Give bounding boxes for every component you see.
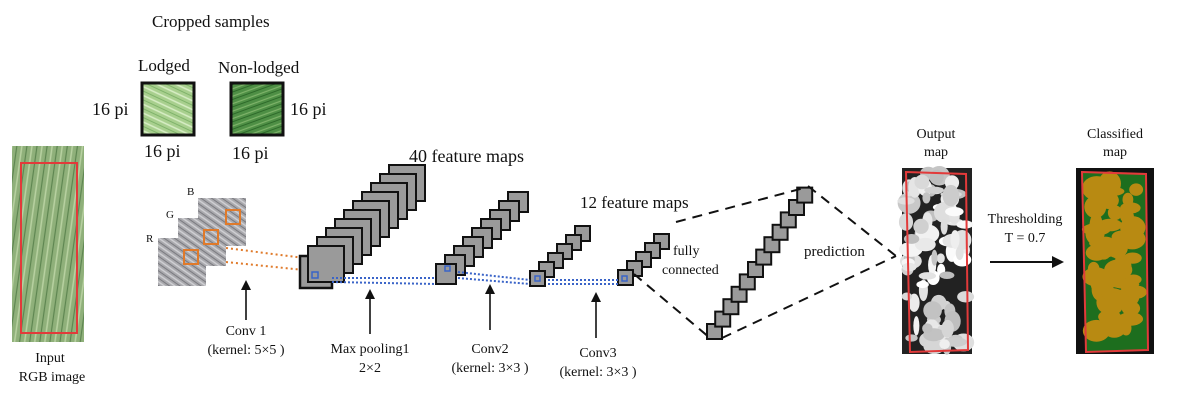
- output-map-speck: [944, 337, 967, 347]
- output-probability-map: [897, 165, 975, 355]
- prediction-label: prediction: [804, 244, 865, 260]
- rgb-channel-stack: [158, 198, 246, 286]
- conv2-label-line1: Conv2: [471, 342, 509, 357]
- conv1-feature-maps-label: 40 feature maps: [409, 146, 524, 166]
- output-map-speck: [956, 220, 974, 229]
- classified-lodged-region: [1104, 259, 1133, 281]
- output-map-speck: [939, 271, 955, 279]
- output-map-speck: [898, 213, 914, 231]
- classified-lodged-region: [1118, 228, 1146, 250]
- threshold-label-line2: T = 0.7: [1004, 231, 1046, 246]
- output-map-speck: [923, 301, 942, 320]
- output-map-speck: [945, 206, 964, 217]
- layer-arrows: [241, 280, 601, 338]
- classified-lodged-region: [1086, 203, 1102, 214]
- kernel-marks: [311, 265, 628, 282]
- layer-connection-lines: [331, 271, 618, 285]
- conv3-feature-maps-label: 12 feature maps: [580, 193, 689, 212]
- fc-dashed-lines: [633, 185, 897, 339]
- classified-lodged-region: [1089, 219, 1102, 239]
- classified-lodged-region: [1098, 191, 1119, 210]
- classified-lodged-region: [1090, 272, 1112, 295]
- input-image: [12, 146, 84, 342]
- stack-conv2-map: [435, 263, 457, 285]
- output-map-speck: [905, 334, 918, 342]
- output-map-speck: [941, 319, 954, 338]
- conv3-label-line2: (kernel: 3×3 ): [559, 365, 637, 380]
- classified-lodged-region: [1121, 301, 1141, 316]
- classified-lodged-region: [1107, 205, 1123, 221]
- conv3-label-line1: Conv3: [579, 346, 617, 361]
- input-label-line1: Input: [35, 351, 65, 366]
- output-map-label-line2: map: [923, 145, 949, 160]
- classified-map-label-line1: Classified: [1087, 127, 1143, 142]
- classified-map-label-line2: map: [1102, 145, 1128, 160]
- receptive-field-lines: [225, 247, 305, 271]
- output-map-speck: [931, 249, 938, 266]
- classified-map-boundary: [1080, 170, 1150, 354]
- output-map-speck: [950, 230, 960, 249]
- lodged-sample-patch: [140, 81, 196, 137]
- output-map-speck: [940, 218, 948, 235]
- output-map-speck: [942, 184, 960, 207]
- output-map-speck: [902, 262, 917, 272]
- fc-unit: [796, 186, 814, 204]
- output-map-speck: [918, 272, 937, 280]
- output-map-speck: [903, 233, 920, 244]
- output-map-speck: [913, 218, 929, 234]
- nonlodged-label: Non-lodged: [218, 58, 300, 77]
- classified-lodged-region: [1109, 292, 1124, 314]
- stack-pool1-map: [307, 245, 345, 283]
- output-map-speck: [957, 291, 975, 303]
- threshold-arrow: [990, 256, 1064, 268]
- output-map-label-line1: Output: [916, 127, 956, 142]
- nonlodged-sample-patch: [229, 81, 285, 137]
- pool1-label-line1: Max pooling1: [330, 342, 410, 357]
- classified-lodged-region: [1125, 285, 1147, 299]
- classified-lodged-region: [1118, 312, 1144, 326]
- output-map-speck: [922, 192, 931, 204]
- threshold-label-line1: Thresholding: [987, 212, 1063, 227]
- output-map-speck: [924, 186, 944, 194]
- output-map-speck: [939, 339, 950, 350]
- conv2-label-line2: (kernel: 3×3 ): [451, 361, 529, 376]
- output-map-speck: [916, 280, 929, 289]
- fc-label-line2: connected: [662, 263, 719, 278]
- nonlodged-size-bottom: 16 pi: [232, 143, 269, 163]
- stack-conv3-map: [529, 270, 546, 287]
- conv2-feature-stack: [435, 191, 529, 285]
- cropped-samples-title: Cropped samples: [152, 12, 270, 31]
- output-map-speck: [901, 292, 913, 301]
- classified-lodged-region: [1094, 236, 1118, 258]
- output-map-boundary: [904, 170, 970, 354]
- fc-label-line1: fully: [673, 244, 700, 259]
- output-map-speck: [922, 323, 933, 334]
- lodged-size-left: 16 pi: [92, 99, 129, 119]
- nonlodged-size-right: 16 pi: [290, 99, 327, 119]
- classified-map-image: [1076, 168, 1154, 354]
- conv1-label-line1: Conv 1: [225, 324, 267, 339]
- pool1-label-line2: 2×2: [359, 361, 381, 376]
- classified-lodged-region: [1129, 183, 1144, 196]
- output-map-speck: [913, 316, 920, 336]
- conv1-label-line2: (kernel: 5×5 ): [207, 343, 285, 358]
- classified-lodged-region: [1098, 171, 1121, 197]
- channel-g-label: G: [166, 209, 174, 221]
- conv3-feature-stack: [529, 225, 591, 287]
- classified-lodged-region: [1120, 202, 1141, 214]
- channel-r-label: R: [146, 233, 154, 245]
- output-map-speck: [914, 174, 930, 190]
- output-map-speck: [915, 237, 936, 252]
- input-label-line2: RGB image: [18, 370, 86, 385]
- stack-fc-map: [617, 269, 634, 286]
- lodged-label: Lodged: [138, 56, 190, 75]
- pool1-feature-stack: [307, 164, 426, 283]
- classified-lodged-region: [1090, 322, 1116, 333]
- channel-b-label: B: [187, 186, 195, 198]
- lodged-size-bottom: 16 pi: [144, 141, 181, 161]
- output-map-speck: [936, 253, 945, 264]
